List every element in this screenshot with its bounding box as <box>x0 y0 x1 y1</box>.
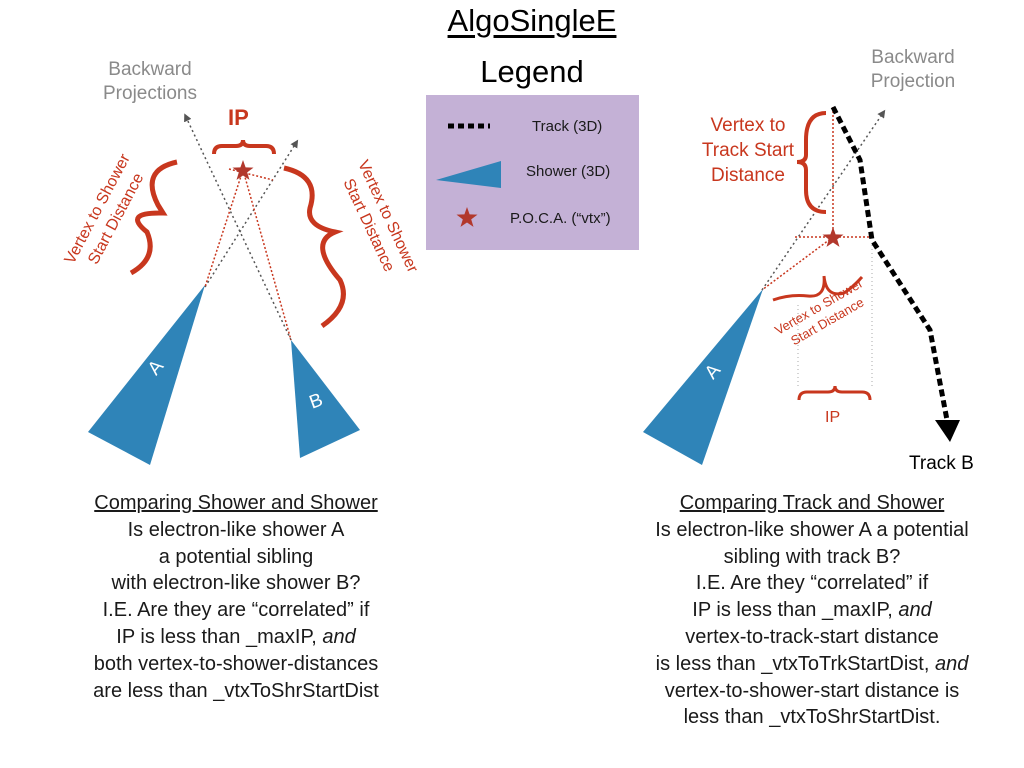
legend-track-label: Track (3D) <box>532 118 603 135</box>
track-b-label: Track B <box>909 453 974 474</box>
right-vtx-track-brace <box>796 111 827 214</box>
left-caption-line: with electron-like shower B? <box>111 572 361 595</box>
right-vtx-shower-brace <box>772 275 864 302</box>
right-caption-line: I.E. Are they “correlated” if <box>695 572 929 595</box>
slide-title: AlgoSingleE <box>447 3 617 38</box>
right-vtx-track-label: Vertex to Track Start Distance <box>688 113 808 188</box>
left-vtx-brace-left <box>129 159 178 276</box>
left-poca-star-icon <box>232 160 254 180</box>
right-caption-and: and <box>898 599 932 622</box>
right-ip-brace <box>797 385 872 401</box>
right-track-arrowhead-icon <box>935 420 960 442</box>
left-caption: Comparing Shower and Shower Is electron-… <box>20 490 452 704</box>
right-caption-line: sibling with track B? <box>723 545 901 568</box>
left-backward-line-1: Backward <box>108 59 192 80</box>
right-vertex-lines <box>761 107 872 291</box>
left-shower-a <box>88 285 205 465</box>
left-caption-line: a potential sibling <box>158 545 314 568</box>
left-vtx-to-a-line <box>204 169 244 288</box>
left-ip-line <box>228 168 274 181</box>
legend-poca-star-icon <box>456 207 478 227</box>
right-vtx-track-line-3: Distance <box>711 165 785 186</box>
left-caption-ip-text: IP is less than _maxIP, <box>116 625 323 648</box>
right-shower-a <box>643 289 763 465</box>
right-vtx-track-line-2: Track Start <box>701 140 795 161</box>
right-caption-line: vertex-to-track-start distance <box>685 625 939 648</box>
left-caption-and: and <box>322 625 356 648</box>
right-backward-projection-label: Backward Projection <box>853 46 973 94</box>
left-projection-from-b <box>184 113 292 341</box>
legend-box: Track (3D) Shower (3D) P.O.C.A. (“vtx”) <box>426 95 639 250</box>
right-projection <box>761 109 886 291</box>
legend-icons <box>436 123 501 227</box>
left-caption-line: both vertex-to-shower-distances <box>93 652 379 675</box>
legend-title: Legend <box>480 54 584 89</box>
left-caption-line: are less than _vtxToShrStartDist <box>93 679 379 702</box>
left-caption-heading: Comparing Shower and Shower <box>94 492 378 514</box>
left-vtx-brace-right <box>283 165 346 329</box>
right-caption-trk-line: is less than _vtxToTrkStartDist, and <box>596 651 1024 678</box>
legend-shower-icon <box>436 161 501 188</box>
left-projection-from-a <box>204 139 299 288</box>
left-caption-ip-line: IP is less than _maxIP, and <box>20 624 452 651</box>
right-vtx-track-line-1: Vertex to <box>710 115 786 136</box>
left-shower-b <box>291 340 360 458</box>
right-caption-ip-line: IP is less than _maxIP, and <box>596 597 1024 624</box>
left-ip-brace <box>212 139 276 155</box>
legend-shower-label: Shower (3D) <box>526 163 611 180</box>
left-backward-line-2: Projections <box>103 83 197 104</box>
right-caption-and: and <box>934 652 969 675</box>
left-caption-line: Is electron-like shower A <box>127 518 345 541</box>
right-caption-heading: Comparing Track and Shower <box>679 492 945 514</box>
left-ip-label: IP <box>228 105 249 130</box>
right-caption: Comparing Track and Shower Is electron-l… <box>596 490 1024 731</box>
left-caption-line: I.E. Are they are “correlated” if <box>102 599 370 622</box>
right-vtx-to-shower-line <box>761 236 834 291</box>
left-projections <box>184 113 299 341</box>
right-track-b <box>830 105 950 421</box>
right-backward-line-1: Backward <box>871 47 955 68</box>
right-caption-trk-text: is less than _vtxToTrkStartDist, <box>655 652 935 675</box>
right-poca-star-icon <box>822 227 844 247</box>
right-backward-line-2: Projection <box>870 71 956 92</box>
right-caption-ip-text: IP is less than _maxIP, <box>692 599 899 622</box>
right-caption-line: vertex-to-shower-start distance is <box>664 679 960 702</box>
left-vtx-to-b-line <box>242 169 292 341</box>
right-caption-line: Is electron-like shower A a potential <box>655 518 969 541</box>
left-vertex-lines <box>204 168 292 341</box>
right-ip-label: IP <box>825 409 841 426</box>
left-backward-projections-label: Backward Projections <box>90 58 210 106</box>
legend-poca-label: P.O.C.A. (“vtx”) <box>510 210 611 227</box>
right-caption-line: less than _vtxToShrStartDist. <box>683 706 941 729</box>
